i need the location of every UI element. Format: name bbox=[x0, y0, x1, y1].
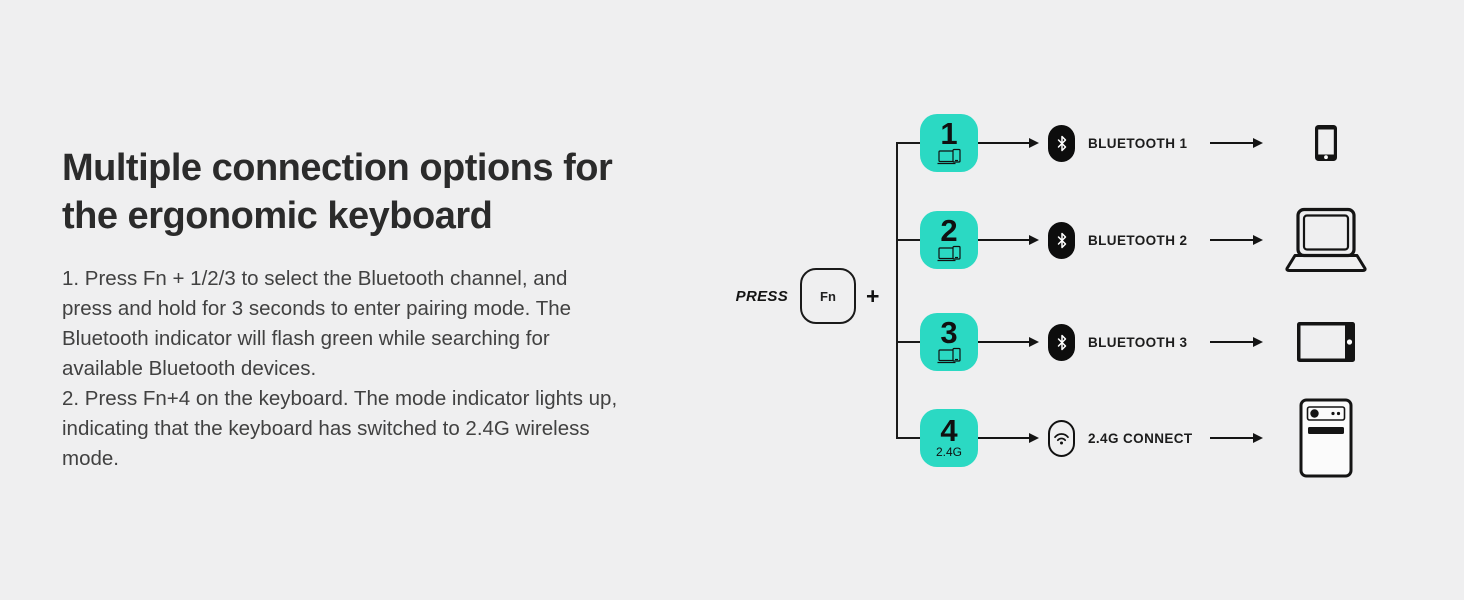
channel-key-1: 1 bbox=[920, 114, 978, 172]
connection-row-bluetooth-2: 2 BLUETOOTH 2 bbox=[920, 207, 1390, 272]
channel-sub-label: 2.4G bbox=[935, 445, 962, 459]
badge-wireless bbox=[1048, 420, 1075, 457]
branch-stub-2 bbox=[896, 239, 920, 241]
arrow bbox=[978, 235, 1039, 245]
arrow bbox=[978, 337, 1039, 347]
branch-stub-4 bbox=[896, 437, 920, 439]
channel-number: 4 bbox=[940, 413, 958, 448]
fn-key: Fn bbox=[800, 268, 856, 324]
channel-number: 1 bbox=[940, 115, 958, 151]
channel-number: 2 bbox=[940, 212, 958, 248]
arrow bbox=[978, 433, 1039, 443]
instructions: 1. Press Fn + 1/2/3 to select the Blueto… bbox=[62, 264, 618, 474]
devices-icon bbox=[937, 347, 961, 363]
devices-icon bbox=[937, 148, 961, 164]
smartphone-icon bbox=[1276, 114, 1376, 172]
instruction-step-2: 2. Press Fn+4 on the keyboard. The mode … bbox=[62, 387, 618, 470]
desktop-tower-icon bbox=[1276, 398, 1376, 478]
connection-label: 2.4G CONNECT bbox=[1088, 430, 1193, 446]
branch-stub-1 bbox=[896, 142, 920, 144]
connection-label: BLUETOOTH 3 bbox=[1088, 334, 1188, 350]
devices-icon bbox=[937, 245, 961, 261]
connection-row-2-4g: 4 2.4G 2.4G CONNECT bbox=[920, 398, 1390, 478]
channel-key-2: 2 bbox=[920, 211, 978, 269]
fn-key-label: Fn bbox=[820, 288, 836, 304]
badge-bluetooth bbox=[1048, 324, 1075, 361]
badge-bluetooth bbox=[1048, 125, 1075, 162]
press-label: PRESS bbox=[735, 288, 788, 305]
instruction-step-1: 1. Press Fn + 1/2/3 to select the Blueto… bbox=[62, 267, 572, 380]
laptop-icon bbox=[1276, 207, 1376, 272]
connection-row-bluetooth-3: 3 BLUETOOTH 3 bbox=[920, 313, 1390, 371]
arrow bbox=[1210, 337, 1263, 347]
badge-bluetooth bbox=[1048, 222, 1075, 259]
arrow bbox=[1210, 433, 1263, 443]
bluetooth-icon bbox=[1057, 232, 1066, 249]
channel-key-4: 4 2.4G bbox=[920, 409, 978, 467]
arrow bbox=[978, 138, 1039, 148]
arrow bbox=[1210, 235, 1263, 245]
connection-row-bluetooth-1: 1 BLUETOOTH 1 bbox=[920, 114, 1390, 172]
connection-label: BLUETOOTH 1 bbox=[1088, 135, 1188, 151]
page-title-line-2: the ergonomic keyboard bbox=[62, 195, 493, 237]
page-title-line-1: Multiple connection options for bbox=[62, 147, 613, 189]
bluetooth-icon bbox=[1057, 334, 1066, 351]
channel-number: 3 bbox=[940, 314, 958, 350]
tablet-icon bbox=[1276, 313, 1376, 371]
arrow bbox=[1210, 138, 1263, 148]
intro-block: Multiple connection options for the ergo… bbox=[62, 144, 682, 474]
wifi-icon bbox=[1054, 433, 1069, 445]
branch-stub-3 bbox=[896, 341, 920, 343]
branch-trunk-line bbox=[896, 142, 898, 438]
channel-key-3: 3 bbox=[920, 313, 978, 371]
connection-label: BLUETOOTH 2 bbox=[1088, 232, 1188, 248]
bluetooth-icon bbox=[1057, 135, 1066, 152]
plus-sign: + bbox=[866, 283, 880, 309]
page-title: Multiple connection options for the ergo… bbox=[62, 144, 682, 240]
